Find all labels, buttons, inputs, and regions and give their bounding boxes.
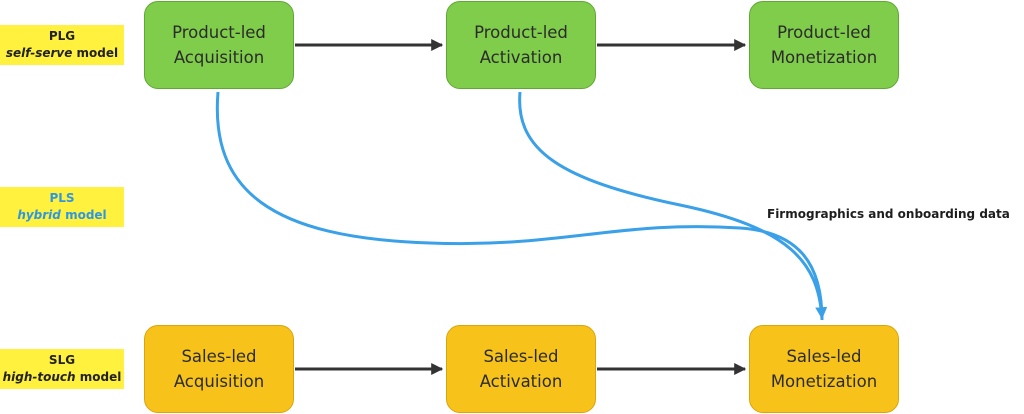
row-label-slg-emphasis: high-touch <box>2 370 76 384</box>
row-label-plg-emphasis: self-serve <box>5 46 73 60</box>
slg-monetization-line1: Sales-led <box>786 347 862 366</box>
plg-monetization-line2: Monetization <box>770 48 878 67</box>
row-label-slg: SLG high-touch model <box>0 349 124 389</box>
plg-activation-line1: Product-led <box>474 23 568 42</box>
row-label-slg-suffix: model <box>75 370 122 384</box>
hybrid-curve-from-activation <box>518 91 828 320</box>
row-label-plg-title: PLG <box>48 29 76 43</box>
plg-activation-box: Product-led Activation <box>446 1 596 89</box>
row-label-pls-emphasis: hybrid <box>17 208 61 222</box>
row-label-plg-suffix: model <box>72 46 119 60</box>
hybrid-curve-from-acquisition <box>215 91 824 321</box>
slg-activation-line1: Sales-led <box>483 347 559 366</box>
plg-monetization-line1: Product-led <box>777 23 871 42</box>
plg-activation-line2: Activation <box>479 48 563 67</box>
row-label-plg-subtitle: self-serve model <box>6 45 118 62</box>
row-label-slg-subtitle: high-touch model <box>3 369 122 386</box>
row-label-pls-title: PLS <box>49 191 75 205</box>
row-label-plg: PLG self-serve model <box>0 25 124 65</box>
plg-acquisition-line1: Product-led <box>172 23 266 42</box>
plg-acquisition-line2: Acquisition <box>173 48 265 67</box>
row-label-slg-title: SLG <box>48 353 76 367</box>
slg-acquisition-line1: Sales-led <box>181 347 257 366</box>
slg-activation-box: Sales-led Activation <box>446 325 596 413</box>
slg-acquisition-box: Sales-led Acquisition <box>144 325 294 413</box>
plg-monetization-box: Product-led Monetization <box>749 1 899 89</box>
slg-monetization-line2: Monetization <box>770 372 878 391</box>
slg-monetization-box: Sales-led Monetization <box>749 325 899 413</box>
row-label-pls-suffix: model <box>60 208 107 222</box>
plg-acquisition-box: Product-led Acquisition <box>144 1 294 89</box>
hybrid-data-annotation: Firmographics and onboarding data <box>767 207 1010 221</box>
slg-acquisition-line2: Acquisition <box>173 372 265 391</box>
slg-activation-line2: Activation <box>479 372 563 391</box>
row-label-pls: PLS hybrid model <box>0 187 124 227</box>
row-label-pls-subtitle: hybrid model <box>17 207 106 224</box>
